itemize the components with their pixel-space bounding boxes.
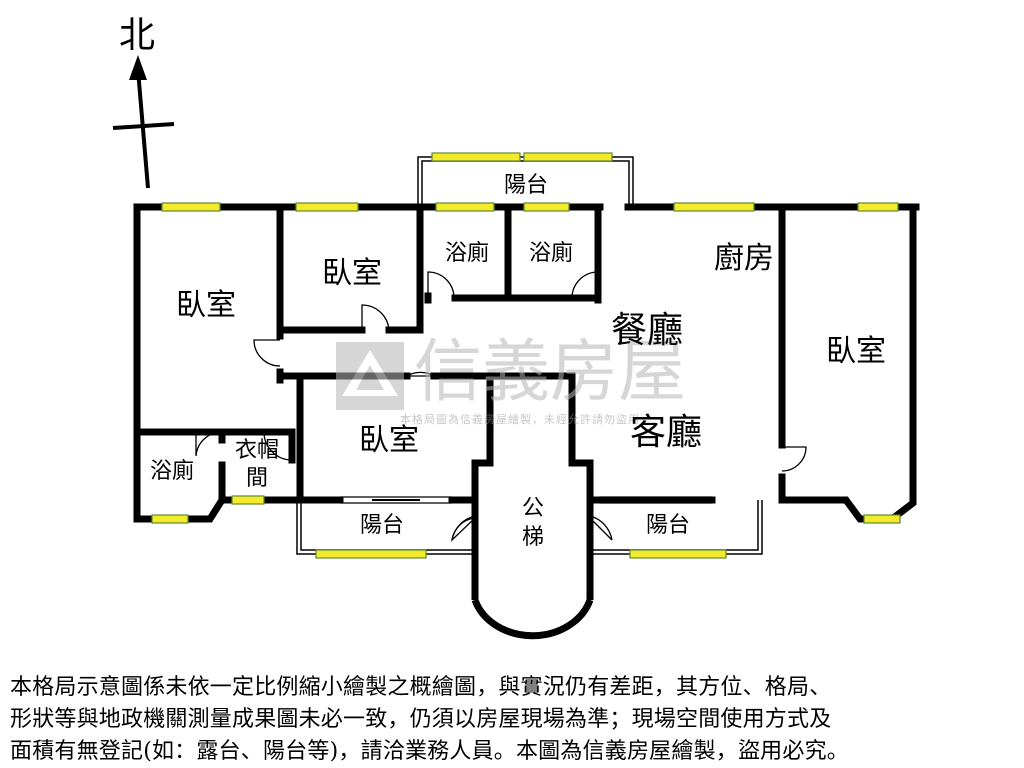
label-cloakroom-1: 衣帽 (235, 438, 279, 463)
north-label: 北 (119, 15, 155, 56)
label-stairs-2: 梯 (522, 525, 544, 550)
label-living: 客廳 (630, 412, 702, 453)
watermark-notice: 本格局圖為信義房屋繪製，未經允許請勿盜用 (400, 412, 640, 426)
label-bedroom-west: 臥室 (176, 288, 236, 323)
label-bedroom-north: 臥室 (322, 256, 382, 291)
watermark: 信義房屋 本格局圖為信義房屋繪製，未經允許請勿盜用 (336, 333, 686, 426)
label-bedroom-east: 臥室 (826, 334, 886, 369)
disclaimer: 本格局示意圖係未依一定比例縮小繪製之概繪圖，與實況仍有差距，其方位、格局、 形狀… (10, 672, 1014, 768)
floor-plan: 北 (112, 15, 920, 640)
label-bedroom-center: 臥室 (359, 423, 419, 458)
label-balcony-north: 陽台 (504, 173, 548, 198)
sliding-doors (340, 496, 712, 504)
label-balcony-southwest: 陽台 (360, 513, 404, 538)
room-labels: 臥室 臥室 浴廁 浴廁 陽台 廚房 餐廳 臥室 客廳 臥室 浴廁 衣帽 間 公 … (150, 173, 886, 550)
disclaimer-line-1: 本格局示意圖係未依一定比例縮小繪製之概繪圖，與實況仍有差距，其方位、格局、 (10, 675, 832, 700)
watermark-logo-icon (336, 342, 404, 410)
label-stairs-1: 公 (522, 496, 544, 521)
label-bath-southwest: 浴廁 (150, 459, 194, 484)
north-arrow-icon (112, 55, 175, 189)
label-bath-north-2: 浴廁 (529, 241, 573, 266)
disclaimer-line-3: 面積有無登記(如：露台、陽台等)，請洽業務人員。本圖為信義房屋繪製，盜用必究。 (10, 739, 849, 764)
disclaimer-line-2: 形狀等與地政機關測量成果圖未必一致，仍須以房屋現場為準；現場空間使用方式及 (10, 707, 832, 732)
label-dining: 餐廳 (611, 310, 683, 351)
windows (151, 152, 901, 559)
label-balcony-southeast: 陽台 (646, 513, 690, 538)
watermark-brand: 信義房屋 (414, 333, 686, 412)
label-kitchen: 廚房 (714, 241, 774, 276)
door-swings (195, 271, 807, 542)
label-cloakroom-2: 間 (246, 466, 268, 491)
label-bath-north-1: 浴廁 (445, 241, 489, 266)
